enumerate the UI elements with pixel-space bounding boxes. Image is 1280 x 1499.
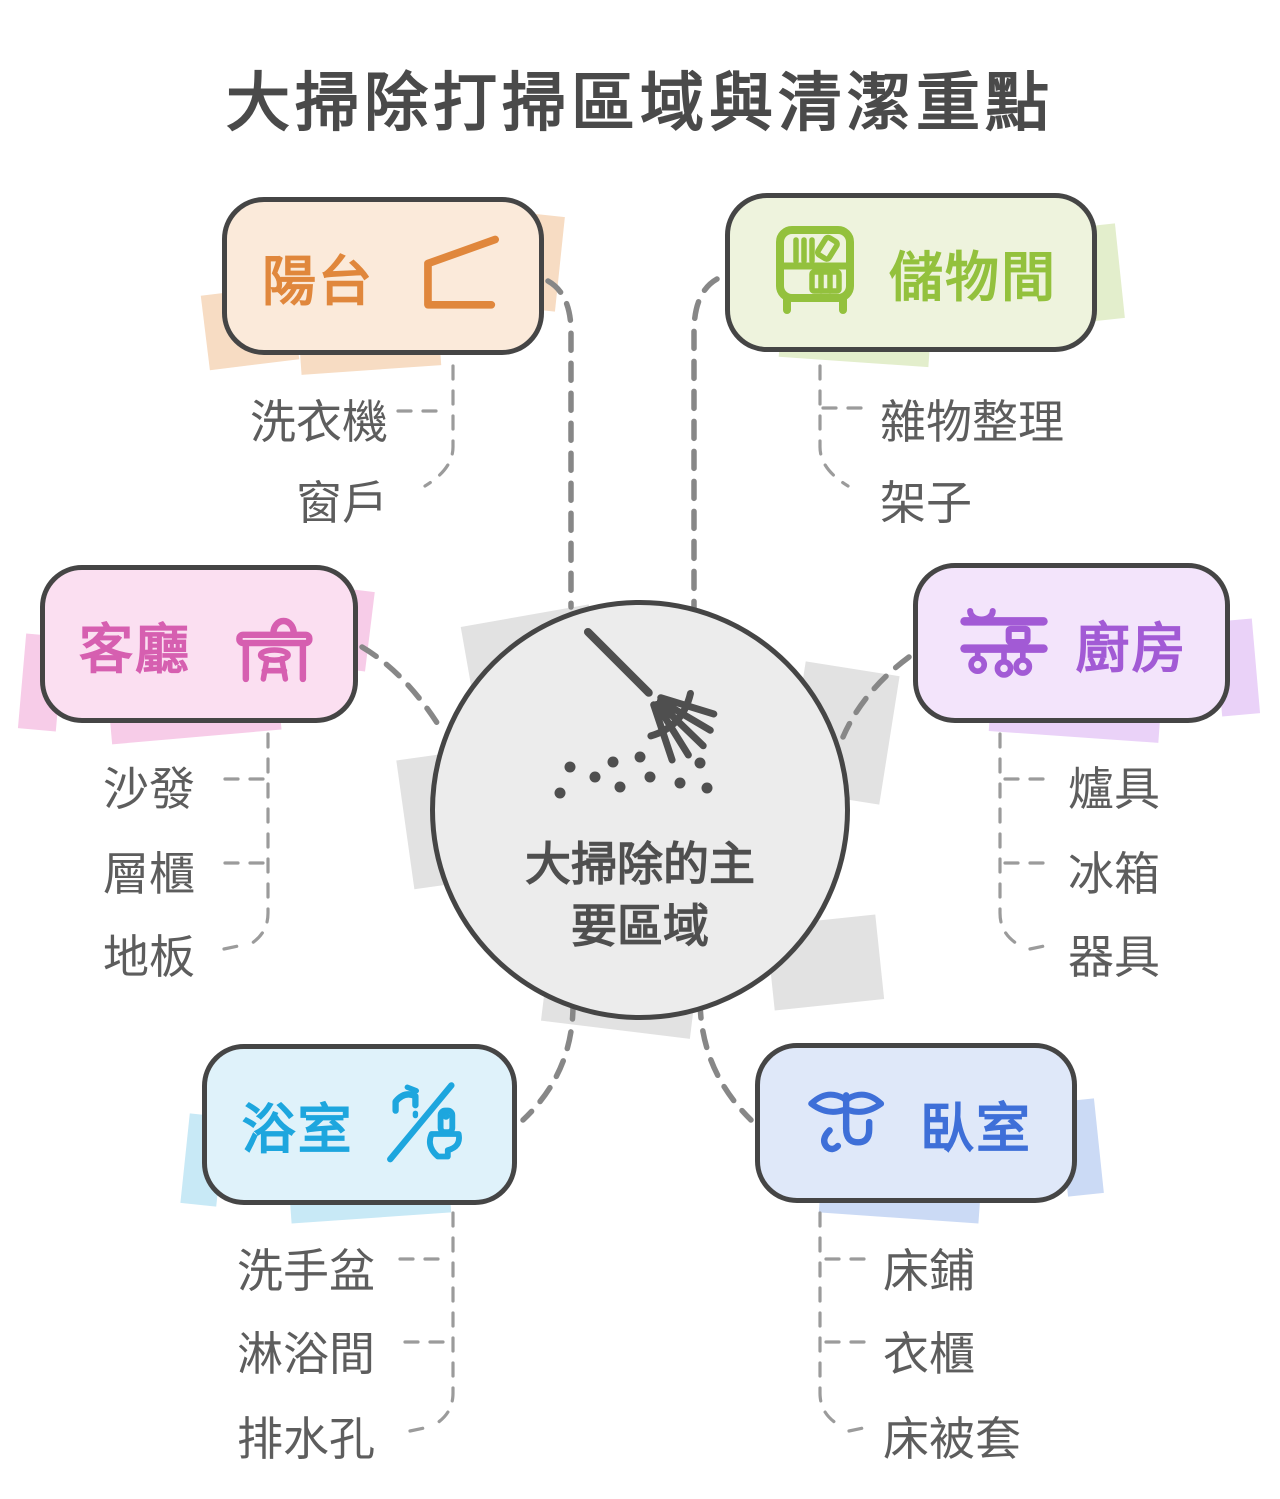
node-storage-room: 儲物間: [725, 193, 1097, 352]
item-label: 器具: [1068, 931, 1160, 983]
branch-storage: [691, 276, 720, 612]
node-living-room: 客廳: [40, 565, 358, 723]
node-balcony-label: 陽台: [262, 251, 374, 312]
item-label: 衣櫃: [883, 1328, 975, 1380]
center-hub-title-line1: 大掃除的主: [525, 838, 755, 890]
storage-shelf-icon: [776, 225, 854, 314]
item-wire: [408, 1426, 426, 1433]
branch-kitchen: [840, 654, 912, 740]
item-wire: [423, 364, 455, 488]
item-label: 窗戶: [296, 477, 388, 529]
node-bathroom: 浴室: [202, 1044, 517, 1205]
item-label: 洗衣機: [250, 396, 388, 448]
center-hub-title-line2: 要區域: [571, 900, 709, 952]
node-kitchen-label: 廚房: [1075, 618, 1188, 679]
item-label: 爐具: [1068, 763, 1160, 815]
node-bathroom-label: 浴室: [241, 1100, 354, 1160]
item-wire: [818, 1211, 841, 1427]
branch-living: [359, 644, 444, 732]
node-storage-room-label: 儲物間: [889, 248, 1057, 308]
item-label: 雜物整理: [880, 396, 1064, 448]
balcony-icon: [424, 235, 499, 309]
item-label: 冰箱: [1068, 848, 1160, 900]
item-wire: [222, 944, 240, 951]
broom-icon: [554, 627, 718, 799]
dust-dots: [554, 751, 713, 799]
center-hub: 大掃除的主 要區域: [430, 600, 850, 1020]
branch-bedroom: [697, 998, 754, 1123]
item-wire: [1028, 944, 1046, 951]
center-hub-title: 大掃除的主 要區域: [435, 833, 845, 957]
page-title: 大掃除打掃區域與清潔重點: [226, 67, 1054, 139]
item-wire: [998, 732, 1021, 947]
table-chair-icon: [236, 617, 313, 683]
item-label: 排水孔: [237, 1413, 375, 1465]
faucet-toilet-icon: [386, 1081, 462, 1162]
branch-balcony: [545, 278, 574, 610]
node-bedroom: 臥室: [755, 1043, 1077, 1203]
node-bedroom-label: 臥室: [920, 1098, 1032, 1159]
branch-bathroom: [520, 999, 576, 1123]
item-wire: [818, 364, 850, 488]
item-wire: [432, 1211, 455, 1427]
node-kitchen: 廚房: [913, 563, 1230, 723]
item-label: 洗手盆: [237, 1245, 375, 1297]
item-wire: [247, 732, 270, 947]
item-label: 淋浴間: [237, 1328, 375, 1380]
node-balcony: 陽台: [222, 197, 544, 355]
kitchen-rack-icon: [959, 607, 1048, 678]
item-label: 沙發: [103, 763, 195, 815]
item-label: 床被套: [883, 1413, 1021, 1465]
item-wire: [847, 1426, 865, 1433]
quiet-gesture-icon: [808, 1091, 885, 1153]
item-label: 地板: [103, 931, 195, 983]
node-living-room-label: 客廳: [79, 619, 191, 680]
item-label: 床鋪: [883, 1245, 975, 1297]
item-label: 層櫃: [103, 848, 195, 900]
item-label: 架子: [880, 477, 972, 529]
